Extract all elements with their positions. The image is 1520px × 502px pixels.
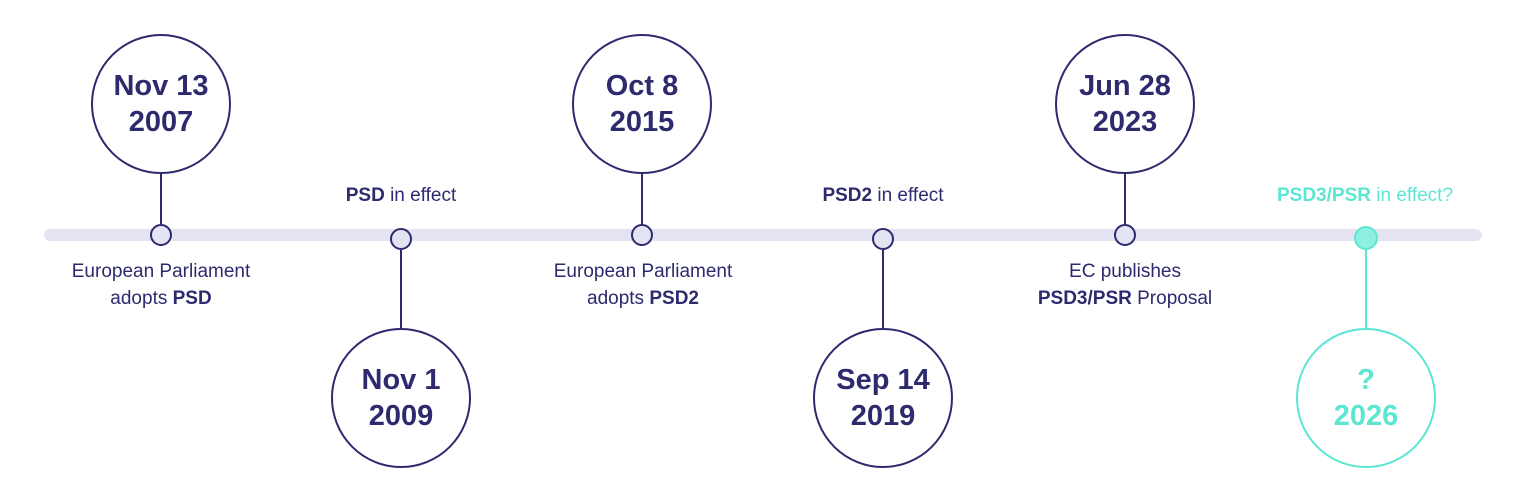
- timeline-node: [872, 228, 894, 250]
- date-bubble: Nov 1 2009: [331, 328, 471, 468]
- timeline-node: [631, 224, 653, 246]
- caption-bold-term: PSD: [172, 288, 212, 309]
- date-month-day: Sep 14: [836, 364, 930, 396]
- date-bubble: Jun 28 2023: [1055, 34, 1195, 174]
- date-year: 2026: [1333, 400, 1399, 432]
- date-month-day: ?: [1357, 364, 1375, 396]
- timeline-node: [150, 224, 172, 246]
- caption-bold-term: PSD3/PSR: [1037, 288, 1132, 309]
- caption-bold-term: PSD2: [822, 185, 873, 206]
- connector-stem: [1365, 250, 1367, 328]
- caption-suffix: in effect: [872, 185, 944, 206]
- caption-suffix: Proposal: [1131, 288, 1213, 309]
- event-caption: EC publishes PSD3/PSR Proposal: [995, 258, 1255, 312]
- event-caption: PSD2 in effect: [753, 182, 1013, 209]
- connector-stem: [882, 250, 884, 328]
- date-bubble: Nov 13 2007: [91, 34, 231, 174]
- date-month-day: Nov 13: [113, 70, 209, 102]
- date-bubble: ? 2026: [1296, 328, 1436, 468]
- caption-bold-term: PSD: [345, 185, 385, 206]
- connector-stem: [160, 174, 162, 224]
- date-month-day: Nov 1: [361, 364, 441, 396]
- date-bubble: Oct 8 2015: [572, 34, 712, 174]
- date-bubble: Sep 14 2019: [813, 328, 953, 468]
- event-caption: PSD3/PSR in effect?: [1235, 182, 1495, 209]
- caption-bold-term: PSD3/PSR: [1276, 185, 1371, 206]
- date-month-day: Jun 28: [1079, 70, 1171, 102]
- date-year: 2023: [1092, 106, 1158, 138]
- connector-stem: [641, 174, 643, 224]
- date-year: 2007: [128, 106, 194, 138]
- caption-line-2-prefix: adopts: [587, 288, 650, 309]
- caption-suffix: in effect: [384, 185, 457, 206]
- connector-stem: [400, 250, 402, 328]
- caption-bold-term: PSD2: [649, 288, 699, 309]
- event-caption: European Parliament adopts PSD: [31, 258, 291, 312]
- date-year: 2009: [368, 400, 434, 432]
- date-month-day: Oct 8: [605, 70, 679, 102]
- timeline-node: [1114, 224, 1136, 246]
- date-year: 2015: [609, 106, 675, 138]
- timeline-node: [390, 228, 412, 250]
- date-year: 2019: [850, 400, 916, 432]
- timeline-node: [1354, 226, 1378, 250]
- caption-line-2-prefix: adopts: [110, 288, 173, 309]
- event-caption: European Parliament adopts PSD2: [513, 258, 773, 312]
- event-caption: PSD in effect: [271, 182, 531, 209]
- timeline-track: [44, 229, 1482, 241]
- caption-line-1: European Parliament: [71, 261, 251, 282]
- caption-suffix: in effect?: [1370, 185, 1454, 206]
- caption-line-1: EC publishes: [1069, 261, 1181, 282]
- caption-line-1: European Parliament: [553, 261, 733, 282]
- connector-stem: [1124, 174, 1126, 224]
